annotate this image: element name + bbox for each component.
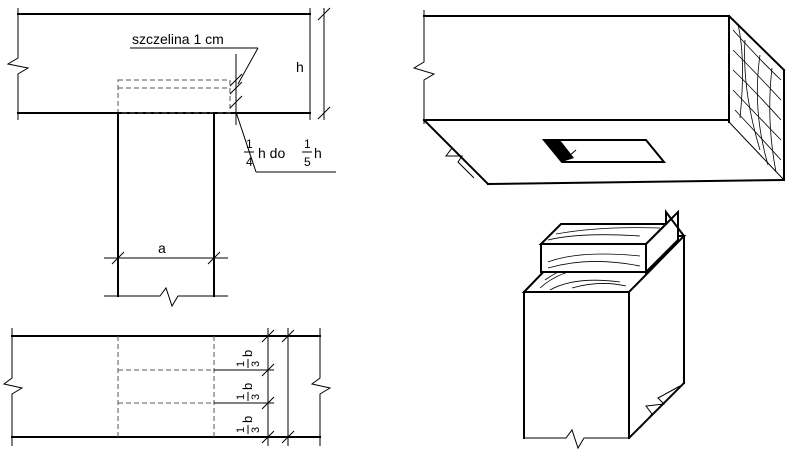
third-label-2: 1 3 b <box>235 383 262 401</box>
post-iso-break-bottom <box>524 428 629 450</box>
post-iso-break-diagonal <box>639 385 681 429</box>
grain-line <box>547 261 641 269</box>
beam-iso-bottom-back <box>486 178 786 186</box>
plan-break-right <box>310 328 332 446</box>
depth-connector-text: h do <box>258 145 285 161</box>
grain-line <box>737 23 743 119</box>
beam-iso-break-left <box>412 10 436 124</box>
width-tick-right <box>207 251 221 265</box>
tenon-side-face <box>645 209 679 275</box>
beam-end-face-fill <box>729 16 784 180</box>
depth-leader <box>235 111 257 173</box>
plan-break-left <box>2 328 24 446</box>
fraction-quarter-denominator: 4 <box>246 155 253 169</box>
tenon-hidden-outline <box>117 79 231 114</box>
third-label-2-den: 3 <box>250 394 262 400</box>
mortise-hole-shadow <box>544 140 574 162</box>
third-label-2-num: 1 <box>235 394 247 400</box>
grain-line <box>555 227 661 235</box>
width-label: a <box>158 240 166 256</box>
tenon-notch <box>665 209 686 238</box>
grain-line <box>769 67 777 173</box>
plan-view: 1 3 b 1 3 b 1 3 b <box>2 328 332 446</box>
post-break-mark <box>104 286 228 308</box>
grain-line <box>549 279 621 291</box>
fraction-fifth: 1 5 <box>302 137 312 169</box>
mortise-hole-outline <box>541 139 667 163</box>
third-label-1: 1 3 b <box>235 350 262 368</box>
third-tick-1 <box>261 329 275 343</box>
third-label-1-num: 1 <box>235 361 247 367</box>
post-iso-bottom-right <box>627 381 686 440</box>
grain-line <box>732 89 782 141</box>
tenon-front-face <box>540 243 647 273</box>
beam-iso-bottom-left <box>422 118 490 186</box>
beam-break-mark <box>6 8 30 120</box>
post-isometric <box>521 209 687 450</box>
grain-line <box>756 54 769 166</box>
depth-h-label: h <box>314 145 322 161</box>
gap-label: szczelina 1 cm <box>132 31 224 47</box>
beam-isometric <box>412 10 786 186</box>
height-label: h <box>296 59 304 75</box>
tenon-top-grain <box>547 227 661 269</box>
third-label-1-den: 3 <box>250 361 262 367</box>
third-label-3-num: 1 <box>235 427 247 433</box>
grain-line <box>732 69 782 121</box>
grain-line <box>547 253 641 263</box>
beam-end-grain <box>732 23 782 173</box>
grain-line <box>744 39 761 151</box>
grain-line <box>732 49 782 101</box>
third-label-3-den: 3 <box>250 427 262 433</box>
grain-line <box>732 29 782 81</box>
height-tick-bottom <box>317 106 331 120</box>
grain-line <box>571 283 627 289</box>
height-tick-top <box>317 7 331 21</box>
third-tick-4 <box>261 430 275 444</box>
gap-tick-3 <box>229 95 243 109</box>
fraction-quarter-numerator: 1 <box>246 137 253 151</box>
total-tick-top <box>281 329 295 343</box>
third-tick-3 <box>261 396 275 410</box>
fraction-fifth-denominator: 5 <box>304 155 311 169</box>
grain-line <box>547 234 641 241</box>
elevation-view: h a szczelina 1 cm 1 4 h do 1 <box>6 7 336 308</box>
fraction-fifth-numerator: 1 <box>304 137 311 151</box>
third-label-3: 1 3 b <box>235 416 262 434</box>
gap-tick-1 <box>229 73 243 87</box>
mortise-hole-inner-edge <box>561 149 577 163</box>
total-tick-bottom <box>281 430 295 444</box>
third-label-3-b: b <box>240 416 255 423</box>
tenon-top-face <box>538 223 669 245</box>
beam-iso-break-diagonal <box>433 129 475 179</box>
third-label-2-b: b <box>240 383 255 390</box>
fraction-quarter: 1 4 <box>244 137 254 169</box>
gap-leader <box>237 47 259 85</box>
third-tick-2 <box>261 363 275 377</box>
third-label-1-b: b <box>240 350 255 357</box>
beam-iso-end-bottom <box>728 121 785 181</box>
gap-tick-2 <box>229 81 243 95</box>
width-tick-left <box>111 251 125 265</box>
mortise-hole <box>541 139 667 163</box>
